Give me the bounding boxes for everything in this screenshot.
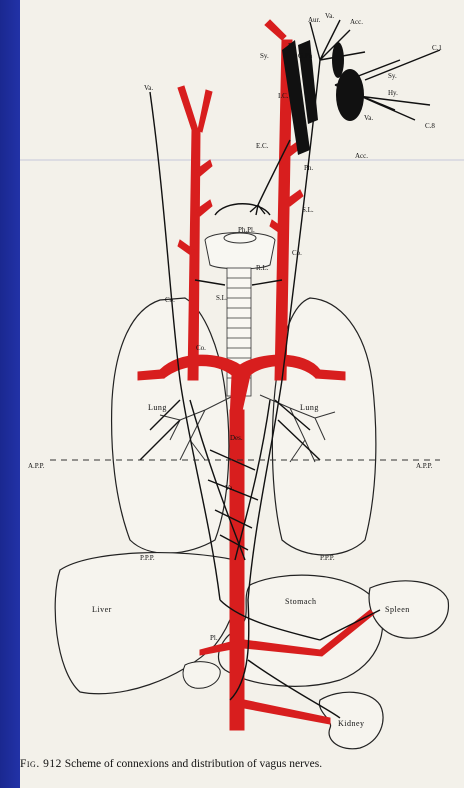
label-ppp-left: P.P.P. bbox=[140, 554, 155, 562]
label-lung-left: Lung bbox=[148, 403, 167, 412]
label-acc-bottom: Acc. bbox=[355, 152, 368, 160]
label-aur: Aur. bbox=[308, 16, 321, 24]
figure-number: Fig. 912 bbox=[20, 758, 62, 770]
label-ph: Ph. bbox=[304, 164, 313, 172]
figure-caption-text: Scheme of connexions and distribution of… bbox=[65, 758, 322, 770]
label-f: F. bbox=[288, 42, 293, 50]
label-c1: C.1 bbox=[432, 44, 442, 52]
label-lung-right: Lung bbox=[300, 403, 319, 412]
label-hy: Hy. bbox=[388, 89, 398, 97]
label-co-1: Co. bbox=[165, 296, 175, 304]
label-phpl: Ph.Pl. bbox=[238, 226, 255, 234]
lung-left bbox=[112, 298, 229, 553]
label-va-top: Va. bbox=[325, 12, 334, 20]
vagus-nerve-diagram: Va. Va. Aur. Acc. F. G.Ph Sy. Sy. Hy. C.… bbox=[20, 0, 464, 760]
label-app-right: A.P.P. bbox=[416, 462, 433, 470]
label-stomach: Stomach bbox=[285, 597, 317, 606]
label-va-lower: Va. bbox=[225, 484, 234, 492]
label-co-2: Co. bbox=[292, 249, 302, 257]
label-rl: R.L. bbox=[256, 264, 269, 272]
label-ppp-right: P.P.P. bbox=[320, 554, 335, 562]
label-liver: Liver bbox=[92, 605, 112, 614]
label-acc-top: Acc. bbox=[350, 18, 363, 26]
label-sy-right: Sy. bbox=[388, 72, 397, 80]
duodenum bbox=[183, 662, 220, 689]
figure-caption: Fig. 912 Scheme of connexions and distri… bbox=[20, 758, 460, 771]
label-sl-2: S.L. bbox=[216, 294, 228, 302]
label-va-right-mid: Va. bbox=[364, 114, 373, 122]
label-co-3: Co. bbox=[196, 344, 206, 352]
label-c8: C.8 bbox=[425, 122, 435, 130]
label-ic: I.C. bbox=[278, 92, 289, 100]
label-va-left: Va. bbox=[144, 84, 153, 92]
label-sy-left: Sy. bbox=[260, 52, 269, 60]
label-des: Des. bbox=[230, 434, 243, 442]
label-ec: E.C. bbox=[256, 142, 269, 150]
label-sl: S.L. bbox=[302, 206, 314, 214]
scanned-page: Va. Va. Aur. Acc. F. G.Ph Sy. Sy. Hy. C.… bbox=[20, 0, 464, 788]
label-kidney: Kidney bbox=[338, 719, 365, 728]
label-gph: G.Ph bbox=[298, 52, 313, 60]
label-app-left: A.P.P. bbox=[28, 462, 45, 470]
label-spleen: Spleen bbox=[385, 605, 410, 614]
label-pl: Pl. bbox=[210, 634, 218, 642]
